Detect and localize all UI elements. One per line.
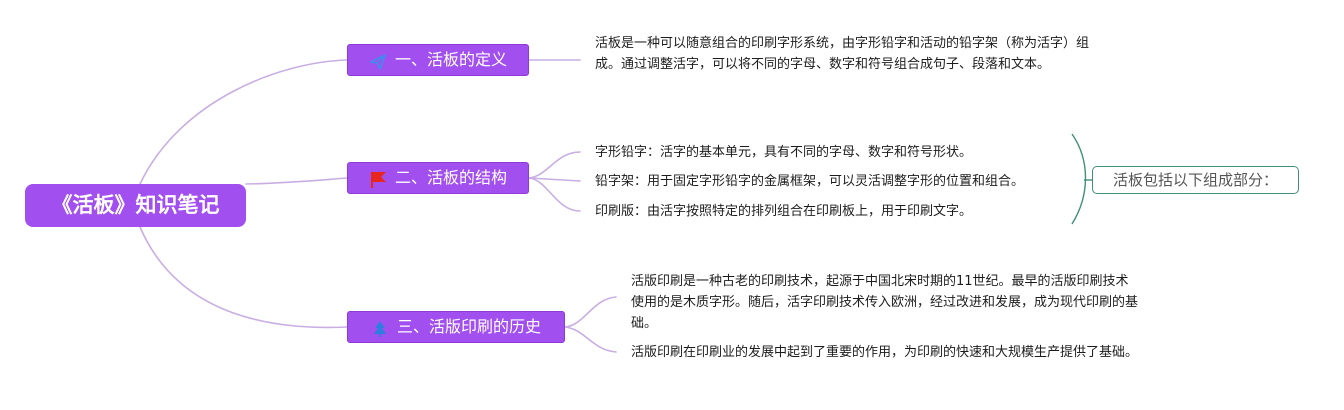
topic-history[interactable]: 三、活版印刷的历史	[347, 311, 565, 343]
topic-label: 二、活板的结构	[394, 168, 507, 187]
paper-plane-icon	[369, 51, 387, 70]
note-structure-1[interactable]: 字形铅字：活字的基本单元，具有不同的字母、数字和符号形状。	[595, 145, 973, 160]
summary-node[interactable]: 活板包括以下组成部分：	[1092, 166, 1299, 194]
branch-line-3	[139, 226, 348, 329]
topic-label: 一、活板的定义	[394, 50, 507, 69]
root-node[interactable]: 《活板》知识笔记	[25, 184, 246, 227]
note-structure-2[interactable]: 铅字架：用于固定字形铅字的金属框架，可以灵活调整字形的位置和组合。	[595, 174, 1025, 189]
flag-icon	[369, 169, 387, 188]
topic-structure[interactable]: 二、活板的结构	[347, 162, 529, 194]
branch-line-1	[139, 59, 348, 185]
summary-bracket	[1071, 133, 1087, 225]
branch-line-2	[245, 177, 348, 185]
note-structure-3[interactable]: 印刷版：由活字按照特定的排列组合在印刷板上，用于印刷文字。	[595, 204, 973, 219]
note-line-2c	[528, 177, 581, 212]
note-history-1[interactable]: 活版印刷是一种古老的印刷技术，起源于中国北宋时期的11世纪。最早的活版印刷技术使…	[631, 274, 1139, 331]
note-line-3b	[564, 326, 617, 353]
note-history-2[interactable]: 活版印刷在印刷业的发展中起到了重要的作用，为印刷的快速和大规模生产提供了基础。	[631, 345, 1139, 360]
note-definition[interactable]: 活板是一种可以随意组合的印刷字形系统，由字形铅字和活动的铅字架（称为活字）组成。…	[595, 36, 1090, 72]
topic-definition[interactable]: 一、活板的定义	[347, 44, 529, 76]
tree-icon	[371, 318, 389, 337]
note-line-2a	[528, 151, 581, 179]
topic-label: 三、活版印刷的历史	[396, 317, 541, 336]
note-line-3a	[564, 296, 617, 328]
note-line-2b	[528, 177, 581, 182]
